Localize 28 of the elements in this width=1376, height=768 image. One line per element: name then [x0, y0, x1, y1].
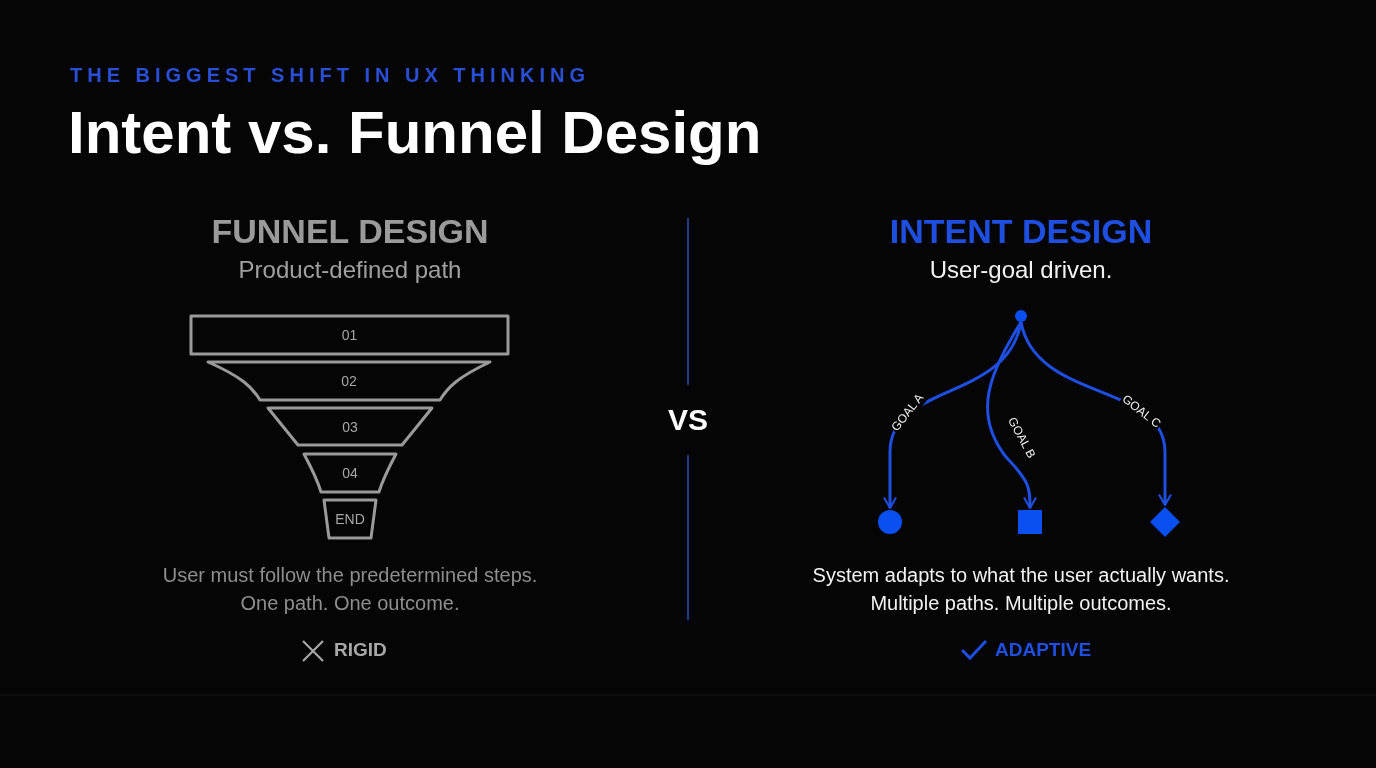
stage-label: END: [335, 512, 365, 526]
funnel-stage: [268, 408, 432, 445]
section-subtitle: User-goal driven.: [929, 256, 1113, 284]
section-subtitle: Product-defined path: [238, 256, 462, 284]
stage-label: 01: [341, 328, 358, 342]
vs-text: VS: [668, 403, 708, 438]
page-title: Intent vs. Funnel Design: [68, 98, 762, 167]
arrow: [986, 321, 1037, 510]
goal-circle: [878, 510, 902, 534]
funnel-stage: [191, 316, 508, 354]
eyebrow-text: THE BIGGEST SHIFT IN UX THINKING: [70, 64, 590, 87]
goal-square: [1018, 510, 1042, 534]
stage-label: 04: [342, 466, 358, 480]
funnel-stage: [324, 500, 376, 538]
stage-label: 02: [341, 374, 357, 388]
status-label: ADAPTIVE: [995, 639, 1092, 661]
start-dot: [1015, 310, 1027, 322]
section-heading: INTENT DESIGN: [889, 212, 1153, 252]
stage-label: 03: [342, 419, 358, 434]
funnel-stage: [208, 362, 490, 400]
description-text: Multiple paths. Multiple outcomes.: [870, 592, 1172, 615]
description-text: One path. One outcome.: [240, 592, 460, 615]
section-heading: FUNNEL DESIGN: [211, 212, 489, 252]
funnel-stage: [304, 454, 396, 492]
goal-diamond: [1150, 507, 1180, 537]
description-text: User must follow the predetermined steps.: [162, 564, 538, 587]
status-label: RIGID: [334, 639, 387, 661]
description-text: System adapts to what the user actually wants.: [812, 564, 1230, 587]
